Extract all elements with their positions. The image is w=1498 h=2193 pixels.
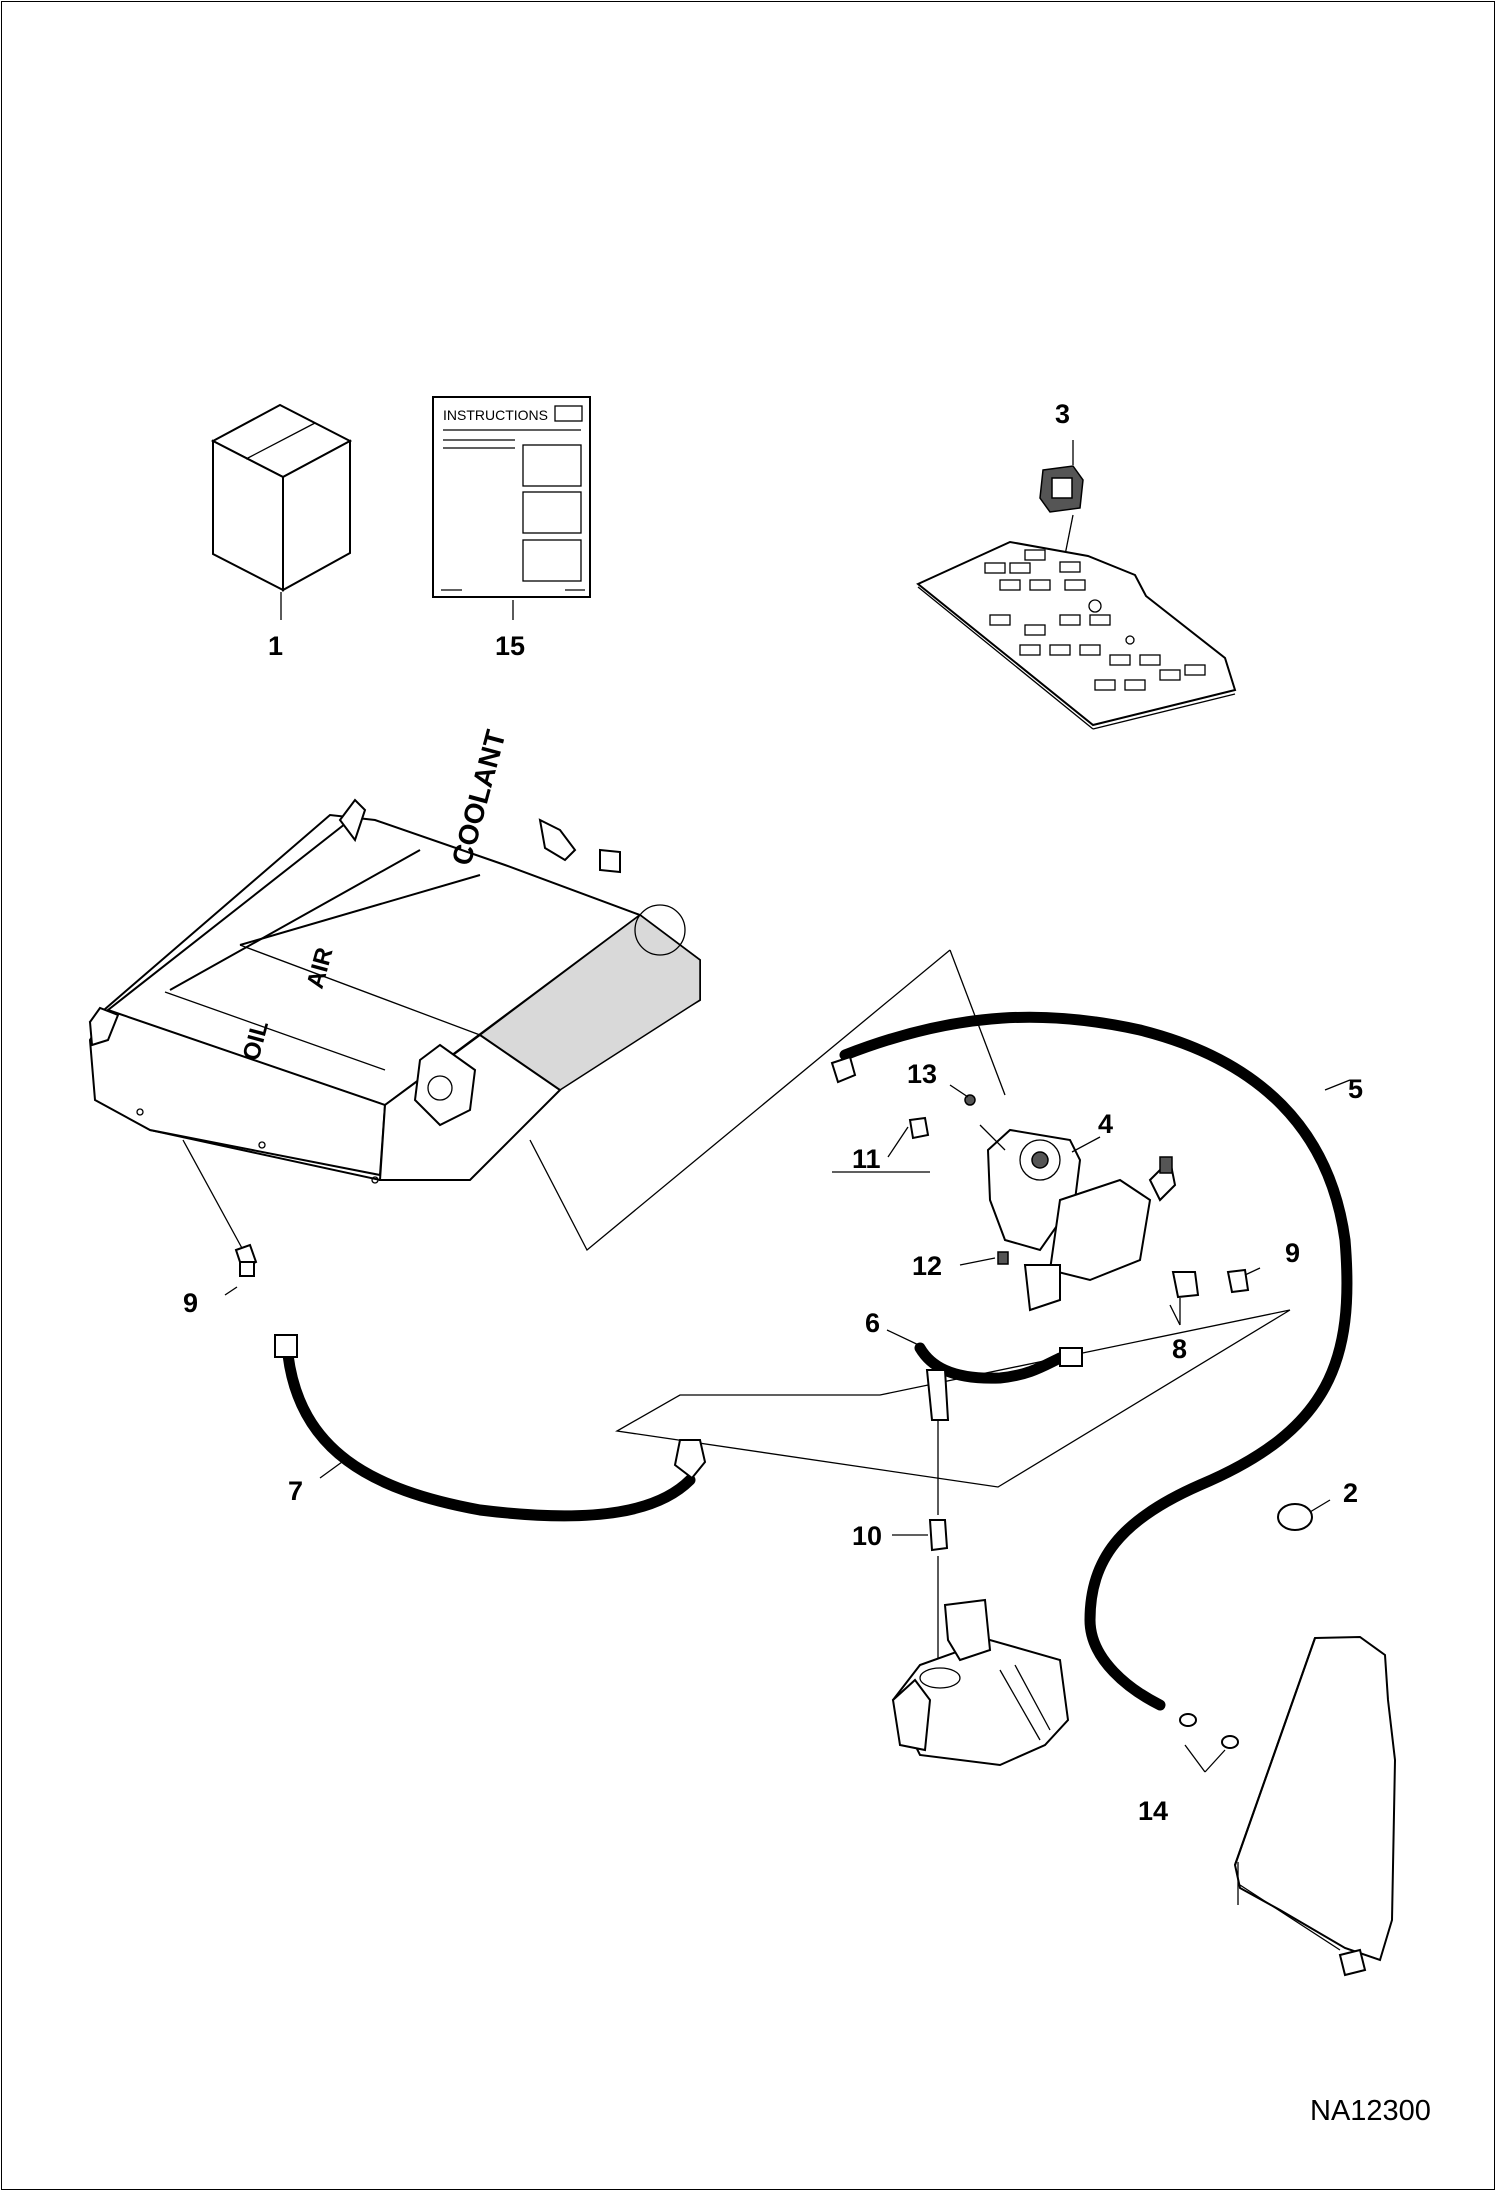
leader-14b: [1204, 1749, 1226, 1773]
callout-2: 2: [1343, 1478, 1358, 1508]
instructions-sheet: INSTRUCTIONS: [432, 396, 591, 598]
label-coolant: COOLANT: [446, 727, 512, 869]
callout-9-left: 9: [183, 1288, 198, 1318]
callout-10: 10: [852, 1521, 882, 1551]
callout-12: 12: [912, 1251, 942, 1281]
fitting-12: [997, 1251, 1009, 1265]
callout-7: 7: [288, 1476, 303, 1506]
fitting-13: [964, 1094, 976, 1106]
callout-15: 15: [495, 631, 525, 661]
callout-1: 1: [268, 631, 283, 661]
hose-7: [282, 1349, 696, 1522]
callout-14: 14: [1138, 1796, 1168, 1826]
callout-6: 6: [865, 1308, 880, 1338]
parts-box: [210, 403, 353, 592]
fitting-9-right: [1226, 1268, 1250, 1294]
clamp-14: [1179, 1713, 1239, 1749]
fitting-6-elbow: [925, 1347, 1083, 1421]
callout-3: 3: [1055, 399, 1070, 429]
callout-leaders: [224, 1079, 1351, 1536]
valve-assembly: [986, 1128, 1177, 1312]
fitting-8: [1171, 1271, 1200, 1299]
figure-id: NA12300: [1310, 2095, 1431, 2127]
fitting-7-elbow: [673, 1439, 707, 1480]
callout-5: 5: [1348, 1074, 1363, 1104]
mounting-plate: [1233, 1635, 1397, 1977]
fitting-5-end: [830, 1055, 857, 1084]
callout-11: 11: [852, 1144, 881, 1174]
fitting-11: [908, 1116, 930, 1140]
clamp-2: [1277, 1503, 1313, 1531]
callout-8: 8: [1172, 1334, 1187, 1364]
hose-5: [839, 1011, 1353, 1711]
switch-panel: [916, 540, 1237, 730]
callout-4: 4: [1098, 1109, 1113, 1139]
leader-14a: [1184, 1744, 1206, 1773]
callout-13: 13: [907, 1059, 937, 1089]
leader-valve: [979, 1124, 1006, 1151]
callouts: 1 2 3 4 5 6 7 8 9 9 10 11 12 13 14 15: [183, 399, 1363, 1826]
fitting-9-left: [234, 1243, 258, 1277]
rocker-switch: [1039, 465, 1084, 513]
callout-9-right: 9: [1285, 1238, 1300, 1268]
hydraulic-pump: [891, 1598, 1070, 1767]
hose-6: [914, 1342, 1066, 1384]
instructions-title: INSTRUCTIONS: [443, 407, 548, 423]
fitting-10: [928, 1519, 949, 1552]
cooler-assembly: COOLANT AIR OIL: [88, 727, 701, 1184]
fitting-7-end-upper: [274, 1334, 298, 1358]
